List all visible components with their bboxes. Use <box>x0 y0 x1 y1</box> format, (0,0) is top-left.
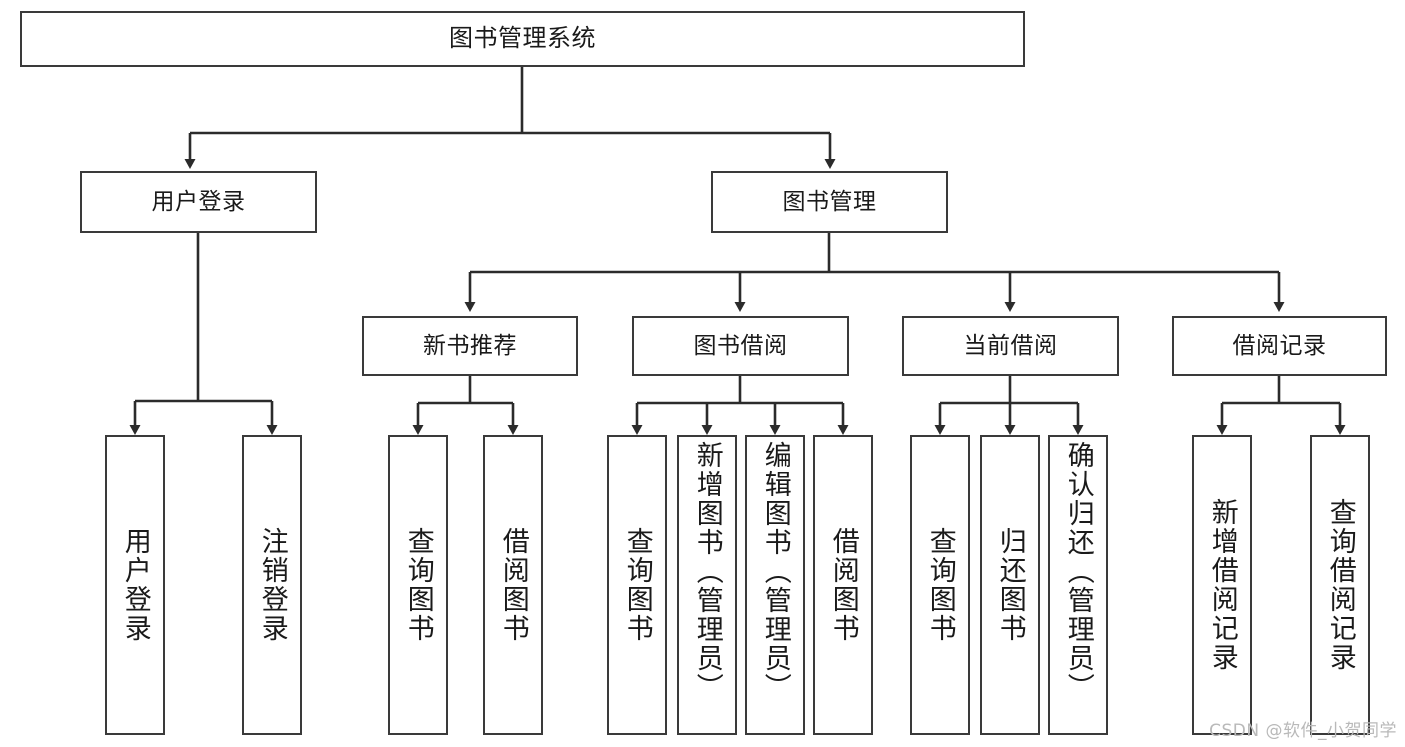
node-label: 查询图书 <box>924 527 956 643</box>
node-label: 图书管理 <box>782 188 877 215</box>
leaf-confirm-return-admin[interactable]: 确认归还（管理员） <box>1048 435 1108 735</box>
leaf-return-book[interactable]: 归还图书 <box>980 435 1040 735</box>
node-label: 图书管理系统 <box>449 24 596 53</box>
node-label: 注销登录 <box>256 527 288 643</box>
node-label: 用户登录 <box>151 188 246 215</box>
node-label: 借阅记录 <box>1232 332 1327 359</box>
leaf-borrow-book[interactable]: 借阅图书 <box>813 435 873 735</box>
leaf-user-login[interactable]: 用户登录 <box>105 435 165 735</box>
csdn-watermark: CSDN @软件_小贺同学 <box>1209 721 1397 741</box>
node-label: 借阅图书 <box>827 527 859 643</box>
node-book-borrow[interactable]: 图书借阅 <box>632 316 849 376</box>
node-book-management[interactable]: 图书管理 <box>711 171 948 233</box>
node-label: 图书借阅 <box>693 332 788 359</box>
leaf-logout[interactable]: 注销登录 <box>242 435 302 735</box>
node-label: 编辑图书（管理员） <box>759 441 791 702</box>
node-label: 借阅图书 <box>497 527 529 643</box>
leaf-add-book-admin[interactable]: 新增图书（管理员） <box>677 435 737 735</box>
node-user-login[interactable]: 用户登录 <box>80 171 317 233</box>
node-label: 查询借阅记录 <box>1324 498 1356 672</box>
node-borrow-record[interactable]: 借阅记录 <box>1172 316 1387 376</box>
node-label: 查询图书 <box>402 527 434 643</box>
node-label: 新增图书（管理员） <box>691 441 723 702</box>
node-label: 确认归还（管理员） <box>1062 441 1094 702</box>
node-root-system[interactable]: 图书管理系统 <box>20 11 1025 67</box>
leaf-query-book-current[interactable]: 查询图书 <box>910 435 970 735</box>
node-label: 用户登录 <box>119 527 151 643</box>
node-new-book-recommend[interactable]: 新书推荐 <box>362 316 578 376</box>
node-label: 新增借阅记录 <box>1206 498 1238 672</box>
node-label: 新书推荐 <box>423 332 517 359</box>
leaf-query-book-borrow[interactable]: 查询图书 <box>607 435 667 735</box>
node-label: 查询图书 <box>621 527 653 643</box>
leaf-query-book-recommend[interactable]: 查询图书 <box>388 435 448 735</box>
node-current-borrow[interactable]: 当前借阅 <box>902 316 1119 376</box>
leaf-borrow-book-recommend[interactable]: 借阅图书 <box>483 435 543 735</box>
node-label: 归还图书 <box>994 527 1026 643</box>
leaf-edit-book-admin[interactable]: 编辑图书（管理员） <box>745 435 805 735</box>
node-label: 当前借阅 <box>963 332 1058 359</box>
leaf-add-borrow-record[interactable]: 新增借阅记录 <box>1192 435 1252 735</box>
leaf-query-borrow-record[interactable]: 查询借阅记录 <box>1310 435 1370 735</box>
